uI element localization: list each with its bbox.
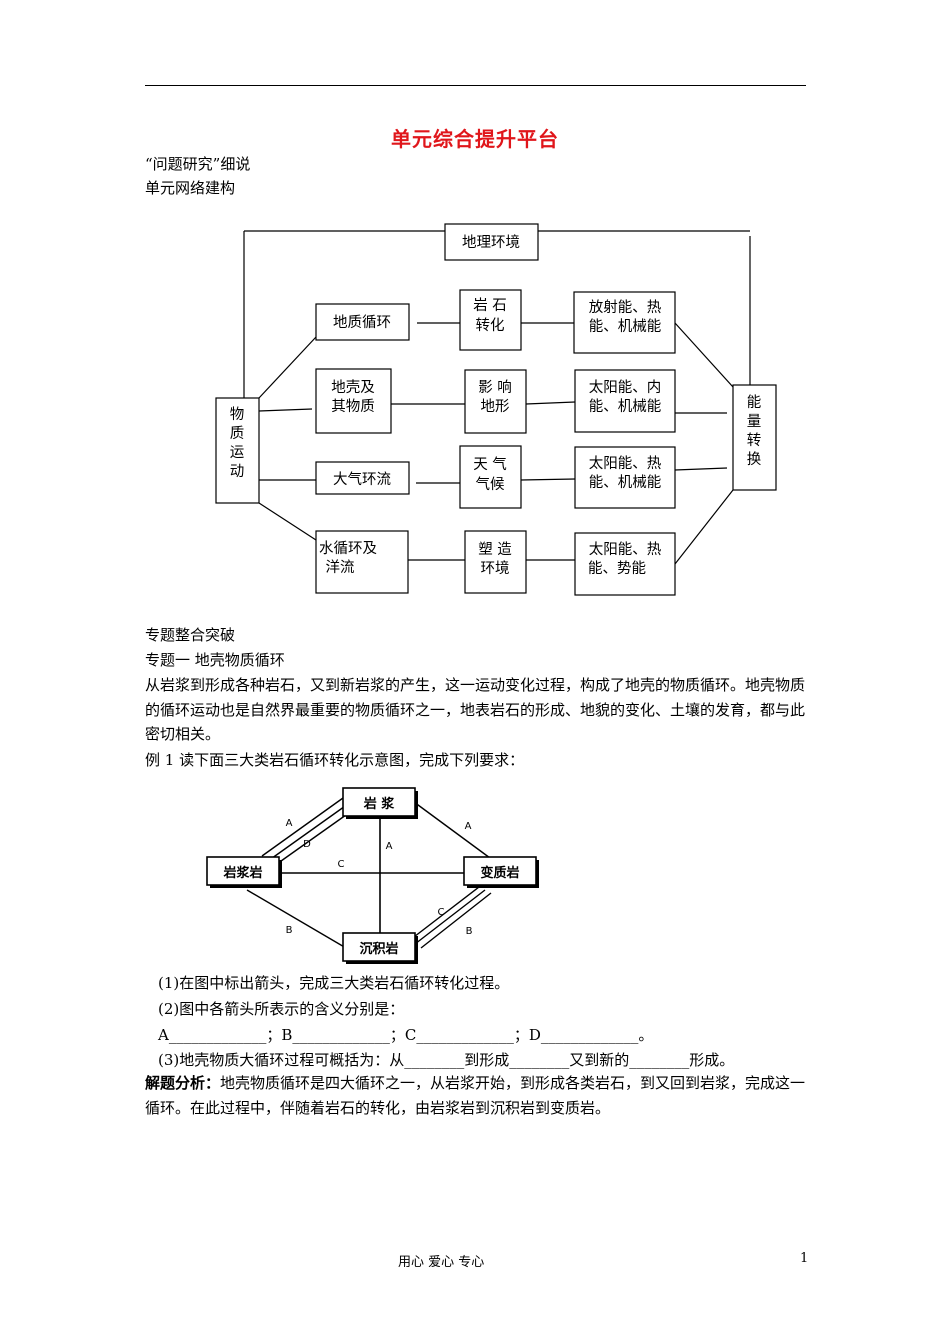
box-crust-material [315,368,392,434]
section-integration: 专题整合突破 [145,626,236,644]
label-geo-environment: 地理环境 [462,233,520,251]
rock-cycle-diagram [206,787,539,964]
label-motion-1: 物 [230,406,245,423]
label-row2-b2: 地形 [481,398,510,415]
label-row2-b1: 影 响 [478,379,512,396]
box-material-motion [215,397,260,504]
label-row1-b2: 转化 [476,317,505,334]
question-1: (1)在图中标出箭头，完成三大类岩石循环转化过程。 [158,974,510,992]
label-motion-2: 质 [230,425,245,442]
box-energy-conversion [732,384,777,491]
label-energy-1: 能 [747,394,762,411]
example-one: 例 1 读下面三大类岩石循环转化示意图，完成下列要求： [145,751,525,769]
arrow-label-b2: B [466,926,473,937]
paragraph-crust-cycle: 从岩浆到形成各种岩石，又到新岩浆的产生，这一运动变化过程，构成了地壳的物质循环。… [145,676,806,743]
arrow-label-a2: A [386,841,393,852]
label-row1-c1: 放射能、热 [589,299,662,316]
label-row3-b1: 天 气 [473,456,507,473]
label-row4-a2: 洋流 [326,559,355,576]
label-row2-a1: 地壳及 [331,379,375,396]
arrow-label-c2: C [438,907,445,918]
label-energy-3: 转 [747,432,762,449]
label-row4-b1: 塑 造 [478,541,512,558]
analysis-text: 地壳物质循环是四大循环之一，从岩浆开始，到形成各类岩石，到又回到岩浆，完成这一循… [145,1074,806,1117]
section-topic-one: 专题一 地壳物质循环 [145,651,285,669]
analysis-label: 解题分析： [145,1074,221,1092]
label-energy-4: 换 [747,451,762,468]
label-row1-c2: 能、机械能 [589,318,662,335]
label-row4-c1: 太阳能、热 [589,541,662,558]
page-number: 1 [800,1251,809,1266]
label-magma: 岩 浆 [363,796,396,812]
label-sedimentary: 沉积岩 [359,941,398,957]
header-rule [145,85,806,86]
label-row2-a2: 其物质 [331,398,375,415]
box-sedimentary [342,932,416,962]
arrow-label-d: D [303,839,311,850]
page-title: 单元综合提升平台 [391,127,559,151]
box-geological-cycle [315,303,410,341]
subtitle-research: “问题研究”细说 [145,155,251,173]
box-landform [464,369,527,434]
box-energy-2 [574,369,676,433]
label-row2-c1: 太阳能、内 [589,379,662,396]
label-row3-c1: 太阳能、热 [589,455,662,472]
box-water-cycle [315,530,409,594]
analysis-paragraph: 解题分析：地壳物质循环是四大循环之一，从岩浆开始，到形成各类岩石，到又回到岩浆，… [145,1071,810,1120]
box-rock-transform [459,289,522,351]
label-row1-a1: 地质循环 [333,314,391,331]
label-metamorphic: 变质岩 [480,865,519,881]
label-row3-b2: 气候 [476,476,505,493]
label-row4-a1: 水循环及 [319,540,377,557]
label-igneous: 岩浆岩 [222,865,262,881]
label-row3-c2: 能、机械能 [589,474,662,491]
question-3: (3)地壳物质大循环过程可概括为：从________到形成________又到新… [158,1051,735,1069]
label-row4-b2: 环境 [481,559,510,577]
subtitle-network: 单元网络建构 [145,179,236,197]
box-geo-environment [444,223,539,261]
label-motion-4: 动 [230,463,245,480]
arrow-label-b1: B [286,925,293,936]
label-motion-3: 运 [230,444,245,461]
box-metamorphic [463,856,537,886]
box-energy-3 [574,446,676,509]
arrow-label-a3: A [465,821,472,832]
label-row2-c2: 能、机械能 [589,398,662,415]
footer-motto: 用心 爱心 专心 [398,1255,485,1270]
box-atmosphere [315,461,410,495]
label-row3-a1: 大气环流 [333,471,391,488]
label-row1-b1: 岩 石 [473,297,507,314]
box-weather [459,445,522,509]
label-energy-2: 量 [747,414,762,430]
box-magma [342,787,416,817]
arrow-label-a1: A [286,818,293,829]
question-2: (2)图中各箭头所表示的含义分别是： [158,1000,405,1018]
box-shape-environment [464,530,527,594]
label-row4-c2: 能、势能 [588,560,646,577]
question-2-answers: A_____________；B_____________；C_________… [158,1026,654,1044]
box-igneous [206,856,280,886]
arrow-label-c1: C [338,859,345,870]
